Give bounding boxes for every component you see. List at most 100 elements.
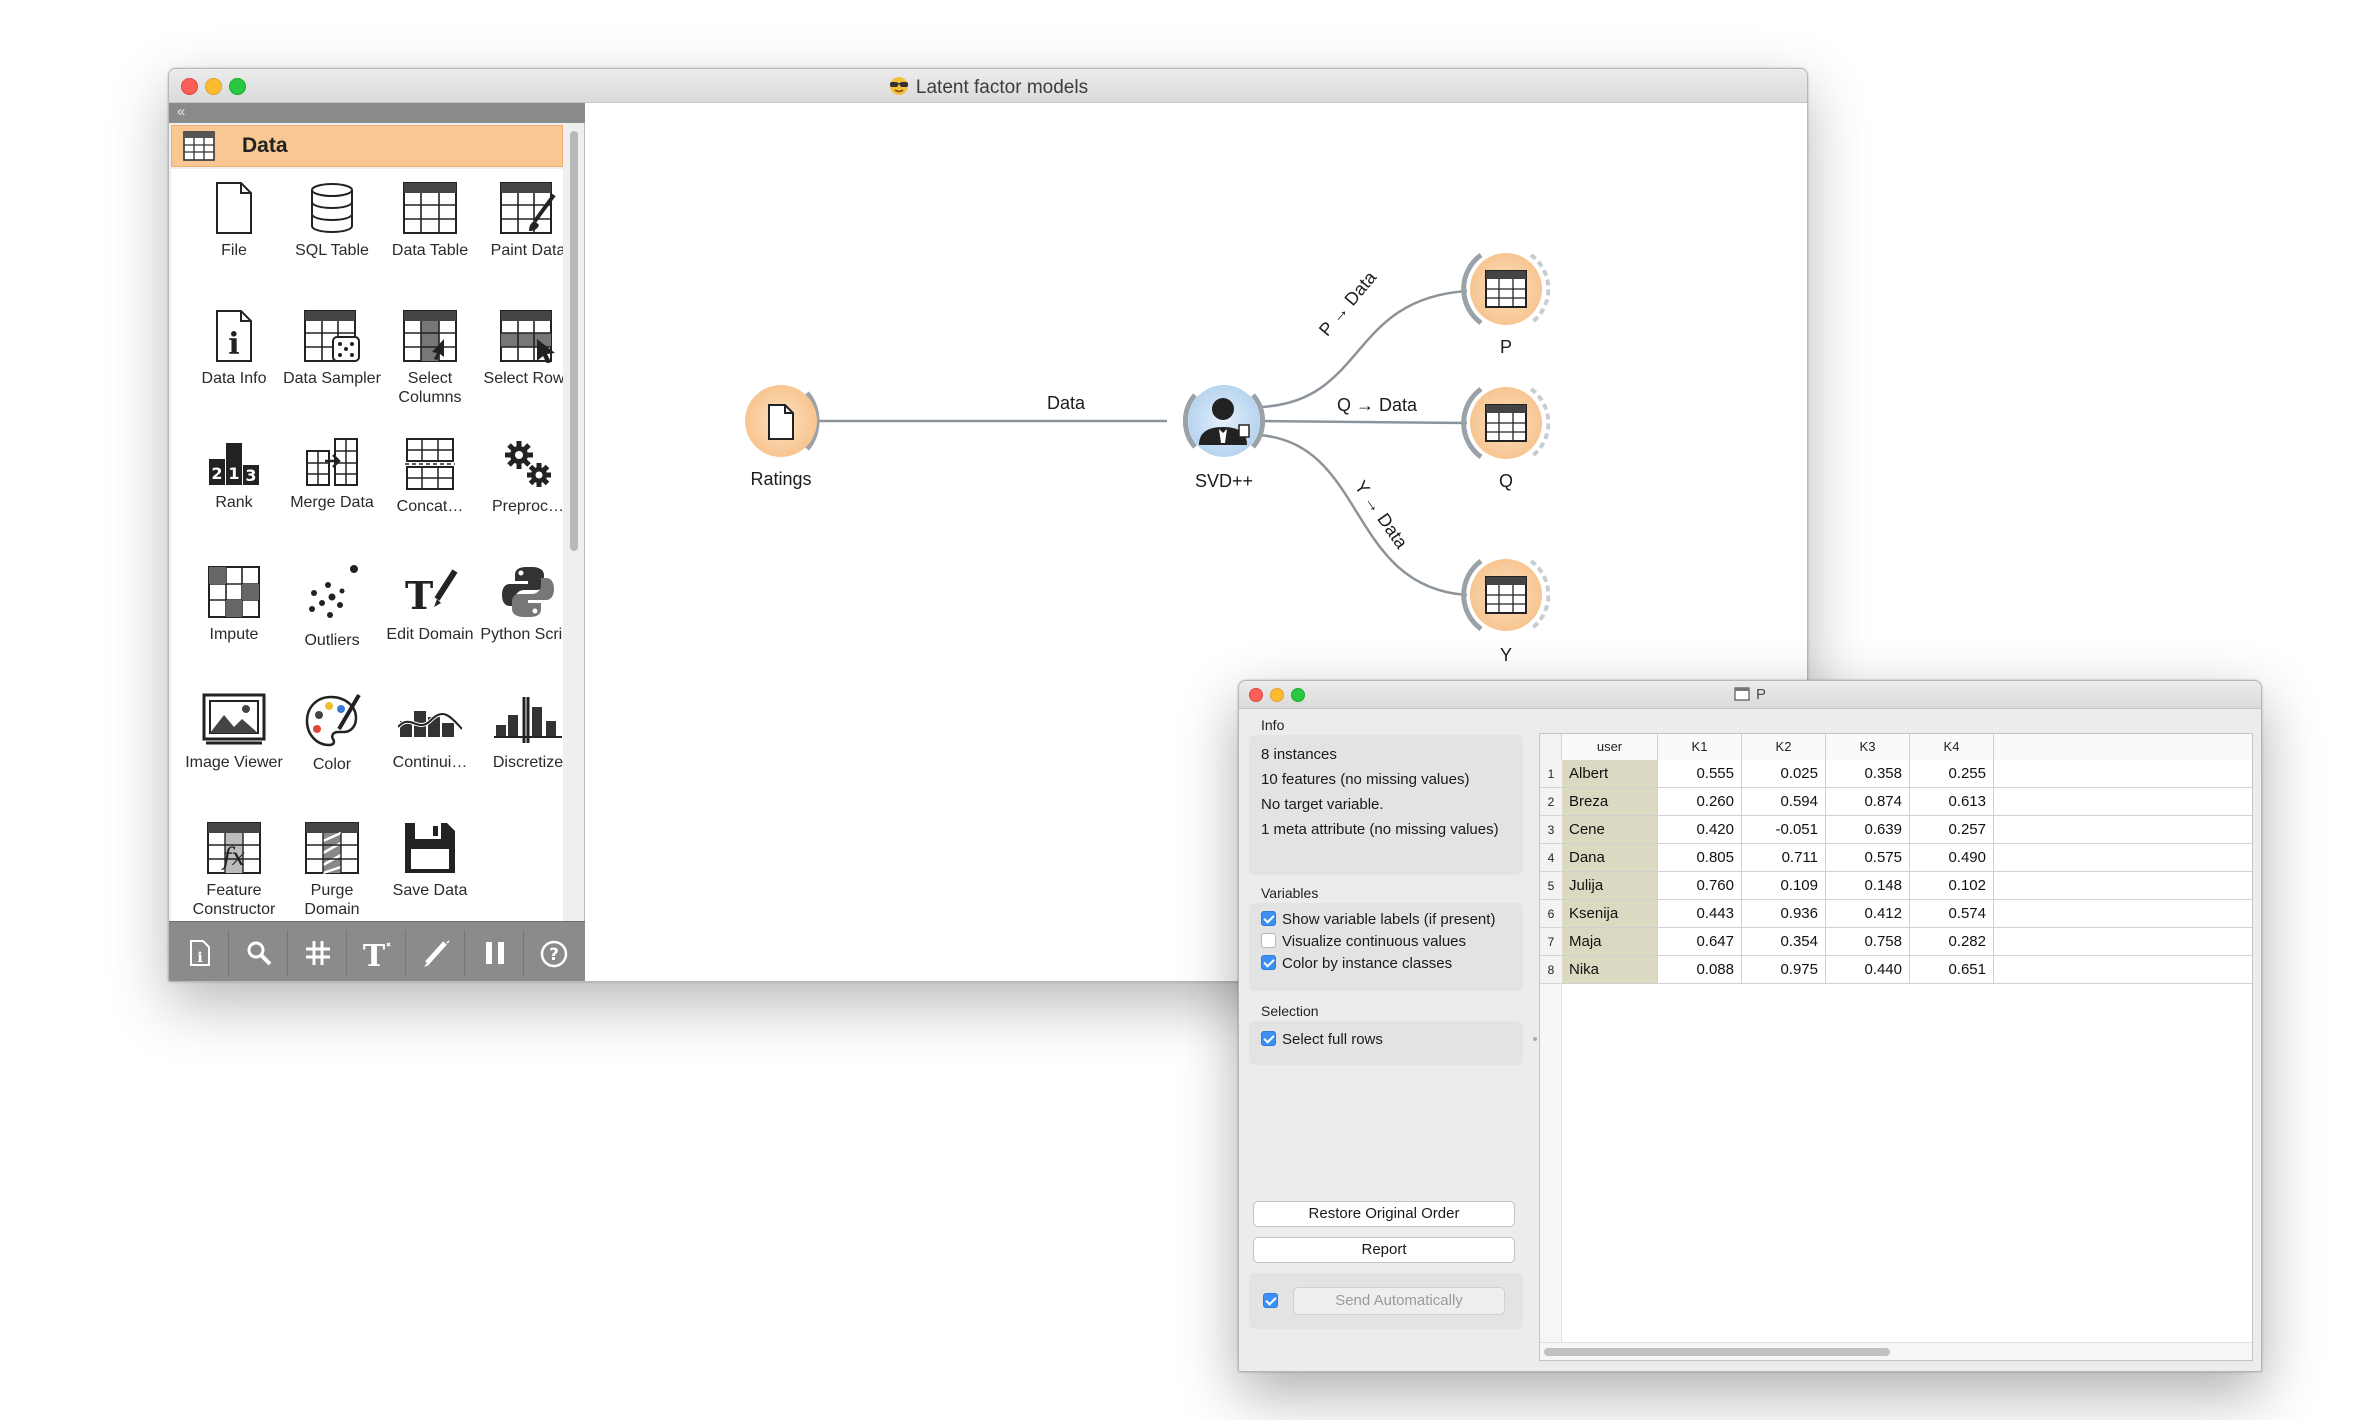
table-cell-k4[interactable]: 0.255 xyxy=(1910,760,1994,788)
widget-impute[interactable]: Impute xyxy=(185,561,283,689)
toolbox-scrollbar[interactable] xyxy=(565,125,583,921)
minimize-button[interactable] xyxy=(1270,688,1284,702)
widget-discretize[interactable]: Discretize xyxy=(479,689,563,817)
table-cell-k3[interactable]: 0.358 xyxy=(1826,760,1910,788)
column-header-k4[interactable]: K4 xyxy=(1910,734,1994,760)
table-cell-k4[interactable]: 0.490 xyxy=(1910,844,1994,872)
widget-data-table[interactable]: Data Table xyxy=(381,177,479,305)
widget-data-sampler[interactable]: Data Sampler xyxy=(283,305,381,433)
scrollbar-thumb[interactable] xyxy=(570,131,578,551)
table-cell-user[interactable]: Maja xyxy=(1562,928,1658,956)
close-button[interactable] xyxy=(1249,688,1263,702)
row-number[interactable]: 4 xyxy=(1540,844,1562,872)
widget-data-info[interactable]: i Data Info xyxy=(185,305,283,433)
table-cell-k3[interactable]: 0.148 xyxy=(1826,872,1910,900)
table-cell-user[interactable]: Nika xyxy=(1562,956,1658,984)
widget-save-data[interactable]: Save Data xyxy=(381,817,479,921)
title-bar[interactable]: Latent factor models xyxy=(169,69,1807,103)
column-header-k2[interactable]: K2 xyxy=(1742,734,1826,760)
table-cell-user[interactable]: Julija xyxy=(1562,872,1658,900)
node-p[interactable] xyxy=(1461,252,1551,326)
row-number[interactable]: 8 xyxy=(1540,956,1562,984)
row-number[interactable]: 5 xyxy=(1540,872,1562,900)
corner-cell[interactable] xyxy=(1540,734,1562,760)
table-cell-k2[interactable]: 0.594 xyxy=(1742,788,1826,816)
widget-image-viewer[interactable]: Image Viewer xyxy=(185,689,283,817)
table-cell-user[interactable]: Cene xyxy=(1562,816,1658,844)
option-visualize-continuous[interactable]: Visualize continuous values xyxy=(1261,933,1466,953)
checkbox[interactable] xyxy=(1261,933,1276,948)
table-cell-user[interactable]: Dana xyxy=(1562,844,1658,872)
toolbox-collapse-button[interactable]: « xyxy=(169,103,585,123)
text-icon[interactable]: T xyxy=(348,930,406,976)
widget-color[interactable]: Color xyxy=(283,689,381,817)
table-cell-k2[interactable]: 0.711 xyxy=(1742,844,1826,872)
table-cell-k2[interactable]: 0.025 xyxy=(1742,760,1826,788)
table-cell-k3[interactable]: 0.639 xyxy=(1826,816,1910,844)
row-number[interactable]: 7 xyxy=(1540,928,1562,956)
pause-icon[interactable] xyxy=(466,930,524,976)
table-cell-k1[interactable]: 0.805 xyxy=(1658,844,1742,872)
table-cell-k4[interactable]: 0.282 xyxy=(1910,928,1994,956)
table-cell-k2[interactable]: 0.975 xyxy=(1742,956,1826,984)
title-bar[interactable]: P xyxy=(1239,681,2261,709)
column-header-user[interactable]: user xyxy=(1562,734,1658,760)
link-svd-q[interactable] xyxy=(1258,419,1468,425)
widget-python-script[interactable]: Python Script xyxy=(479,561,563,689)
widget-concatenate[interactable]: Concat… xyxy=(381,433,479,561)
table-cell-k2[interactable]: 0.936 xyxy=(1742,900,1826,928)
checkbox[interactable] xyxy=(1261,1031,1276,1046)
maximize-button[interactable] xyxy=(1291,688,1305,702)
table-cell-k1[interactable]: 0.647 xyxy=(1658,928,1742,956)
table-cell-k1[interactable]: 0.088 xyxy=(1658,956,1742,984)
widget-paint-data[interactable]: Paint Data xyxy=(479,177,563,305)
scrollbar-thumb[interactable] xyxy=(1544,1348,1890,1356)
table-cell-k4[interactable]: 0.574 xyxy=(1910,900,1994,928)
minimize-button[interactable] xyxy=(205,78,222,95)
table-cell-k3[interactable]: 0.874 xyxy=(1826,788,1910,816)
widget-continuize[interactable]: Continui… xyxy=(381,689,479,817)
report-button[interactable]: Report xyxy=(1253,1237,1515,1263)
splitter-handle[interactable] xyxy=(1531,709,1539,1371)
auto-send-checkbox[interactable] xyxy=(1263,1293,1278,1308)
table-cell-k4[interactable]: 0.102 xyxy=(1910,872,1994,900)
table-cell-k2[interactable]: -0.051 xyxy=(1742,816,1826,844)
node-q[interactable] xyxy=(1461,386,1551,460)
node-y[interactable] xyxy=(1461,558,1551,632)
table-cell-k3[interactable]: 0.440 xyxy=(1826,956,1910,984)
column-header-k3[interactable]: K3 xyxy=(1826,734,1910,760)
pen-icon[interactable] xyxy=(407,930,465,976)
widget-select-rows[interactable]: Select Rows xyxy=(479,305,563,433)
checkbox[interactable] xyxy=(1261,911,1276,926)
send-automatically-button[interactable]: Send Automatically xyxy=(1293,1287,1505,1315)
table-cell-k1[interactable]: 0.555 xyxy=(1658,760,1742,788)
horizontal-scrollbar[interactable] xyxy=(1540,1342,2252,1360)
table-cell-k3[interactable]: 0.758 xyxy=(1826,928,1910,956)
row-number[interactable]: 1 xyxy=(1540,760,1562,788)
table-cell-k4[interactable]: 0.651 xyxy=(1910,956,1994,984)
node-ratings[interactable] xyxy=(745,385,820,457)
table-cell-k3[interactable]: 0.412 xyxy=(1826,900,1910,928)
widget-select-columns[interactable]: Select Columns xyxy=(381,305,479,433)
checkbox[interactable] xyxy=(1261,955,1276,970)
grid-icon[interactable] xyxy=(289,930,347,976)
category-header-data[interactable]: Data xyxy=(171,125,563,167)
restore-order-button[interactable]: Restore Original Order xyxy=(1253,1201,1515,1227)
option-select-full-rows[interactable]: Select full rows xyxy=(1261,1031,1383,1051)
widget-preprocess[interactable]: Preproc… xyxy=(479,433,563,561)
table-cell-k2[interactable]: 0.109 xyxy=(1742,872,1826,900)
node-svd[interactable] xyxy=(1182,385,1266,457)
option-show-variable-labels[interactable]: Show variable labels (if present) xyxy=(1261,911,1495,931)
close-button[interactable] xyxy=(181,78,198,95)
table-cell-k1[interactable]: 0.420 xyxy=(1658,816,1742,844)
note-icon[interactable]: i xyxy=(171,930,229,976)
